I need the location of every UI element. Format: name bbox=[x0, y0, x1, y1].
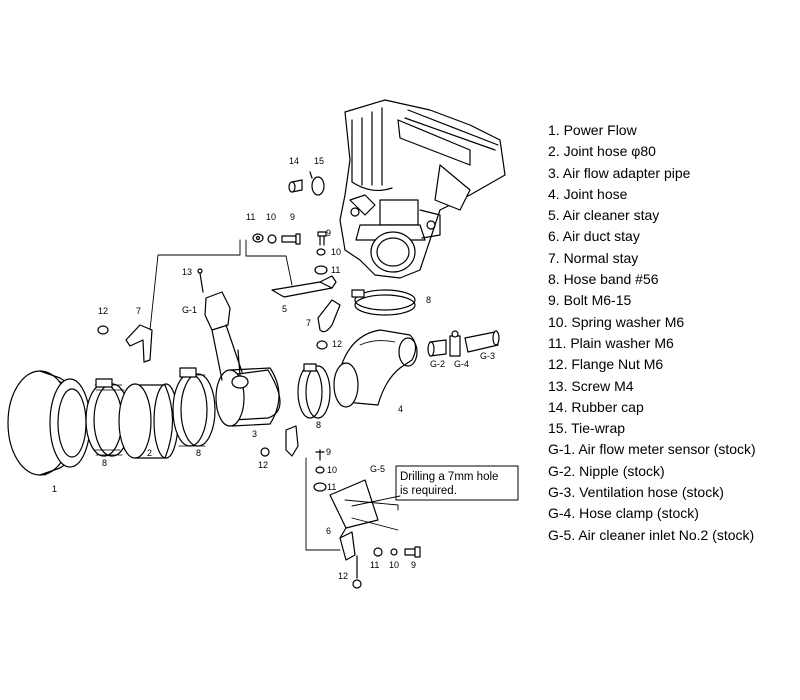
legend-item: G-5. Air cleaner inlet No.2 (stock) bbox=[548, 526, 755, 543]
legend-item: 12. Flange Nut M6 bbox=[548, 356, 664, 373]
label-10-right: 10 bbox=[331, 247, 341, 257]
label-8-right: 8 bbox=[316, 420, 321, 430]
engine-throttle-body bbox=[339, 99, 506, 279]
label-11-mid: 11 bbox=[327, 482, 336, 492]
joint-hose-phi80 bbox=[118, 383, 179, 459]
label-15: 15 bbox=[314, 156, 324, 166]
legend-item: 5. Air cleaner stay bbox=[548, 207, 660, 224]
label-9-mid: 9 bbox=[326, 447, 331, 457]
label-7-right: 7 bbox=[306, 318, 311, 328]
legend-item: G-2. Nipple (stock) bbox=[548, 462, 665, 479]
label-9-right: 9 bbox=[326, 228, 331, 238]
rubber-cap-tiewrap bbox=[288, 171, 325, 196]
fasteners-upper bbox=[252, 231, 328, 275]
parts-legend: 1. Power Flow 2. Joint hose φ80 3. Air f… bbox=[548, 120, 756, 546]
legend-item: 14. Rubber cap bbox=[548, 398, 644, 415]
label-g3: G-3 bbox=[480, 351, 495, 361]
legend-item: 6. Air duct stay bbox=[548, 228, 640, 245]
air-flow-adapter-pipe bbox=[215, 349, 281, 427]
nipple-clamp-vent-hose bbox=[427, 330, 500, 357]
label-5: 5 bbox=[282, 304, 287, 314]
legend-item: 9. Bolt M6-15 bbox=[548, 292, 632, 309]
joint-hose-elbow bbox=[333, 329, 418, 408]
legend-item: 8. Hose band #56 bbox=[548, 271, 659, 288]
legend-item: 1. Power Flow bbox=[548, 122, 637, 138]
legend-item: 7. Normal stay bbox=[548, 249, 639, 266]
label-13: 13 bbox=[182, 267, 192, 277]
label-1: 1 bbox=[52, 484, 57, 494]
normal-stay-right bbox=[316, 299, 341, 350]
legend-item: 4. Joint hose bbox=[548, 185, 628, 202]
hose-band-right bbox=[297, 363, 331, 419]
air-cleaner-inlet bbox=[344, 499, 399, 531]
label-g2: G-2 bbox=[430, 359, 445, 369]
label-9-lower: 9 bbox=[411, 560, 416, 570]
legend-item: 2. Joint hose φ80 bbox=[548, 143, 656, 160]
air-cleaner-stay bbox=[245, 239, 337, 298]
legend-item: 3. Air flow adapter pipe bbox=[548, 164, 691, 181]
normal-stay-left bbox=[97, 239, 241, 363]
hose-band-upper bbox=[351, 289, 416, 316]
label-8-middle: 8 bbox=[196, 448, 201, 458]
label-9-upper: 9 bbox=[290, 212, 295, 222]
drilling-note-box bbox=[395, 465, 519, 501]
legend-item: G-1. Air flow meter sensor (stock) bbox=[548, 441, 756, 458]
label-g4: G-4 bbox=[454, 359, 469, 369]
label-12-mid: 12 bbox=[258, 460, 268, 470]
label-7-left: 7 bbox=[136, 306, 141, 316]
legend-item: 11. Plain washer M6 bbox=[548, 334, 674, 351]
label-14: 14 bbox=[289, 156, 299, 166]
drilling-note-line-2: is required. bbox=[400, 485, 457, 497]
label-g5: G-5 bbox=[370, 464, 385, 474]
drilling-note-line-1: Drilling a 7mm hole bbox=[400, 471, 498, 483]
label-10-mid: 10 bbox=[327, 465, 337, 475]
air-duct-stay bbox=[260, 425, 421, 589]
label-11-right: 11 bbox=[331, 265, 340, 275]
air-flow-meter-sensor bbox=[197, 268, 243, 381]
label-8-left: 8 bbox=[102, 458, 107, 468]
label-3: 3 bbox=[252, 429, 257, 439]
label-11-lower: 11 bbox=[370, 560, 379, 570]
legend-item: 13. Screw M4 bbox=[548, 377, 634, 394]
label-10-lower: 10 bbox=[389, 560, 399, 570]
label-6: 6 bbox=[326, 526, 331, 536]
label-12-right: 12 bbox=[332, 339, 342, 349]
label-12-lower: 12 bbox=[338, 571, 348, 581]
label-12-left: 12 bbox=[98, 306, 108, 316]
legend-item: G-4. Hose clamp (stock) bbox=[548, 505, 699, 522]
label-2: 2 bbox=[147, 448, 152, 458]
label-10-upper: 10 bbox=[266, 212, 276, 222]
label-8-upper: 8 bbox=[426, 295, 431, 305]
label-4: 4 bbox=[398, 404, 403, 414]
label-g1: G-1 bbox=[182, 305, 197, 315]
legend-item: 15. Tie-wrap bbox=[548, 420, 626, 437]
legend-item: G-3. Ventilation hose (stock) bbox=[548, 484, 724, 501]
label-11-upper: 11 bbox=[246, 212, 255, 222]
legend-item: 10. Spring washer M6 bbox=[548, 313, 685, 330]
power-flow-filter bbox=[7, 370, 91, 476]
hose-band-middle bbox=[172, 367, 216, 447]
